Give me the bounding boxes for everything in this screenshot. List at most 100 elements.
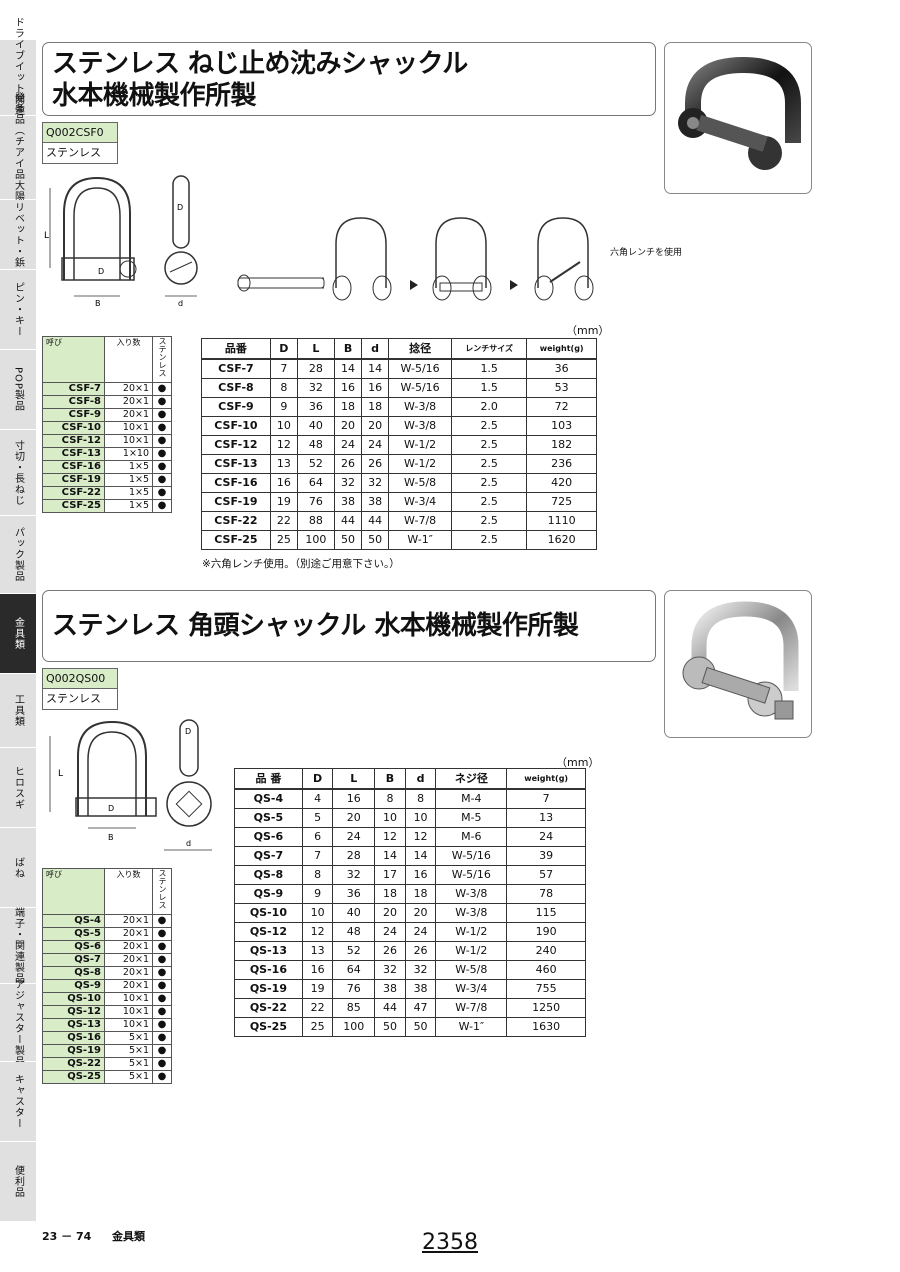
section1-dim-L: L	[44, 231, 49, 241]
spec-cell: 16	[404, 864, 437, 885]
spec-cell: 38	[404, 978, 437, 999]
spec-cell: CSF-9	[201, 396, 271, 417]
spec-cell: 7	[269, 358, 298, 379]
spec-cell: 36	[296, 396, 335, 417]
section1-dimension-diagram: L D B D d	[44, 175, 198, 308]
side-tab[interactable]: 発条品（チアイ品大陽品）	[0, 92, 36, 224]
spec-header: 品 番	[234, 768, 303, 790]
spec-cell: CSF-16	[201, 472, 271, 493]
pack-name: CSF-13	[42, 447, 105, 461]
pack-mark: ●	[152, 395, 172, 409]
pack-qty: 20×1	[104, 408, 153, 422]
side-tab[interactable]: アジャスター製品	[0, 979, 36, 1067]
spec-cell: W-3/4	[435, 978, 508, 999]
side-tab[interactable]: 寸切・長ねじ	[0, 430, 36, 516]
spec-cell: 2.5	[451, 529, 528, 550]
side-tab-label: 工具類	[12, 694, 24, 727]
spec-cell: 18	[361, 396, 390, 417]
pack-qty: 5×1	[104, 1070, 153, 1084]
section2-code-box: Q002QS00 ステンレス	[42, 668, 118, 710]
spec-cell: W-3/4	[388, 491, 453, 512]
pack-qty: 10×1	[104, 992, 153, 1006]
pack-qty: 1×10	[104, 447, 153, 461]
pack-name: QS-19	[42, 1044, 105, 1058]
pack-name: CSF-8	[42, 395, 105, 409]
pack-mark: ●	[152, 1044, 172, 1058]
spec-cell: QS-4	[234, 788, 303, 809]
pack-mark: ●	[152, 434, 172, 448]
side-tab[interactable]: ばね	[0, 828, 36, 908]
section2-product-code: Q002QS00	[43, 669, 117, 689]
spec-cell: W-5/16	[435, 845, 508, 866]
side-tab[interactable]: POP製品	[0, 350, 36, 430]
spec-cell: CSF-19	[201, 491, 271, 512]
pack-name: QS-7	[42, 953, 105, 967]
spec-cell: CSF-10	[201, 415, 271, 436]
spec-cell: 182	[526, 434, 597, 455]
spec-cell: 1110	[526, 510, 597, 531]
spec-cell: 44	[361, 510, 390, 531]
section1-code-box: Q002CSF0 ステンレス	[42, 122, 118, 164]
pack-qty: 10×1	[104, 1005, 153, 1019]
spec-cell: 48	[296, 434, 335, 455]
pack-header-material: ステンレス	[152, 336, 172, 383]
side-tab[interactable]: パック製品	[0, 516, 36, 594]
spec-cell: 420	[526, 472, 597, 493]
side-tab[interactable]: ヒロスギ	[0, 748, 36, 828]
side-tab-label: アジャスター製品	[12, 978, 24, 1067]
pack-qty: 20×1	[104, 927, 153, 941]
side-tab[interactable]: 金具類	[0, 594, 36, 674]
pack-mark: ●	[152, 1031, 172, 1045]
spec-cell: 460	[506, 959, 586, 980]
pack-name: QS-13	[42, 1018, 105, 1032]
spec-cell: 50	[404, 1016, 437, 1037]
side-tab[interactable]: 便利品	[0, 1142, 36, 1222]
side-tab[interactable]: 工具類	[0, 674, 36, 748]
spec-cell: 64	[332, 959, 376, 980]
spec-cell: 13	[506, 807, 586, 828]
spec-cell: 20	[374, 902, 406, 923]
spec-header: ネジ径	[435, 768, 508, 790]
pack-name: QS-16	[42, 1031, 105, 1045]
side-tab-label: 寸切・長ねじ	[12, 439, 24, 506]
spec-cell: 19	[301, 978, 334, 999]
spec-cell: 22	[269, 510, 298, 531]
pack-name: CSF-9	[42, 408, 105, 422]
side-tab[interactable]: キャスター	[0, 1062, 36, 1142]
spec-header: L	[332, 768, 376, 790]
spec-cell: 12	[301, 921, 334, 942]
spec-cell: 47	[404, 997, 437, 1018]
pack-mark: ●	[152, 408, 172, 422]
spec-cell: 1.5	[451, 358, 528, 379]
spec-cell: 24	[361, 434, 390, 455]
side-tab[interactable]: リベット・鋲	[0, 200, 36, 270]
spec-cell: 2.5	[451, 453, 528, 474]
spec-cell: 1620	[526, 529, 597, 550]
spec-cell: 1630	[506, 1016, 586, 1037]
side-tab[interactable]: ピン・キー	[0, 270, 36, 350]
side-tab[interactable]: ドライブイット関連製品	[0, 17, 36, 138]
spec-cell: 16	[361, 377, 390, 398]
section1-title-line1: ステンレス ねじ止め沈みシャックル	[52, 49, 468, 79]
pack-name: CSF-10	[42, 421, 105, 435]
section2-material: ステンレス	[46, 692, 101, 705]
side-tab-label: リベット・鋲	[12, 201, 24, 268]
spec-cell: 36	[526, 358, 597, 379]
section1-title-line2: 水本機械製作所製	[52, 81, 257, 111]
spec-header: B	[374, 768, 406, 790]
side-tab[interactable]: 端子・関連製品	[0, 907, 36, 984]
spec-header: D	[269, 338, 298, 360]
section2-dim-D: D	[108, 804, 114, 813]
spec-cell: 8	[374, 788, 406, 809]
